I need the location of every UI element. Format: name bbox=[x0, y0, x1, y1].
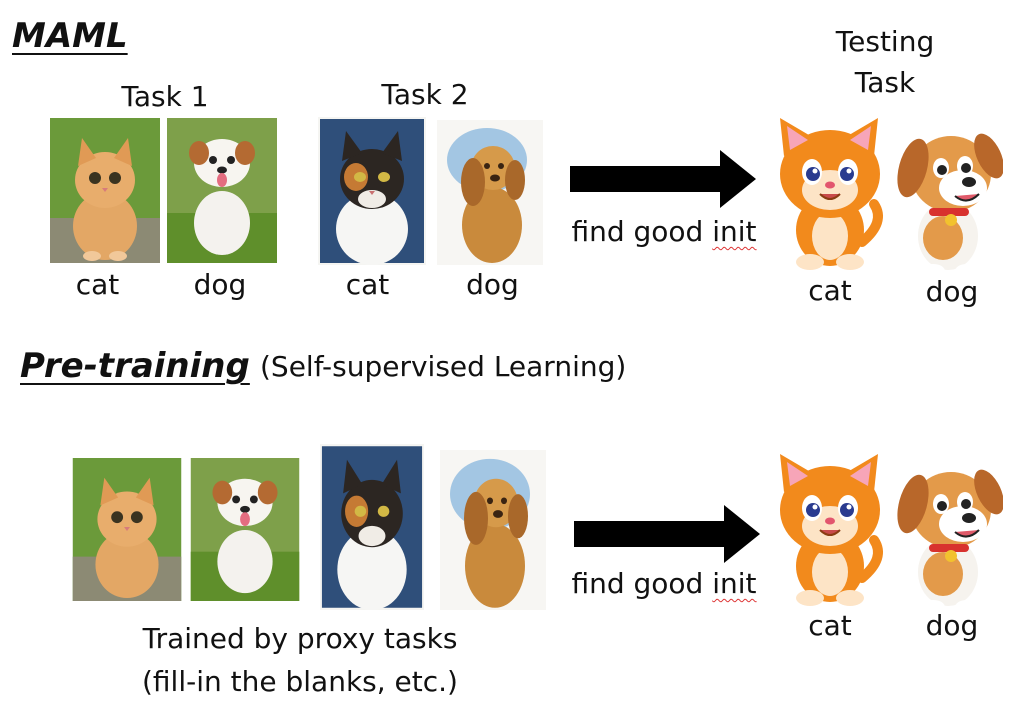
pretraining-arrow-text-init: init bbox=[712, 567, 757, 600]
pretraining-cartoon-cat bbox=[770, 448, 888, 610]
pretraining-caption-line2: (fill-in the blanks, etc.) bbox=[142, 665, 458, 698]
task2-dog-label: dog bbox=[466, 268, 519, 301]
task2-dog-painting bbox=[437, 120, 543, 265]
maml-arrow-text-prefix: find good bbox=[571, 215, 713, 248]
maml-heading: MAML bbox=[12, 16, 128, 56]
pretraining-arrow bbox=[574, 505, 760, 563]
task1-cat-label: cat bbox=[75, 268, 120, 301]
task1-title: Task 1 bbox=[121, 80, 209, 113]
task1-dog-label: dog bbox=[193, 268, 247, 301]
pretraining-cat-label: cat bbox=[808, 609, 852, 642]
pretraining-arrow-text-prefix: find good bbox=[571, 567, 713, 600]
maml-arrow-text-init: init bbox=[712, 215, 757, 248]
testing-title-line2: Task bbox=[854, 66, 916, 99]
pretraining-heading: Pre-training bbox=[20, 346, 250, 386]
testing-cartoon-cat bbox=[770, 112, 888, 274]
pretraining-arrow-text: find good init bbox=[566, 567, 762, 600]
task2-cat-label: cat bbox=[345, 268, 390, 301]
testing-cat-label: cat bbox=[808, 274, 852, 307]
testing-dog-label: dog bbox=[925, 275, 979, 308]
testing-title-line1: Testing bbox=[835, 25, 935, 58]
maml-arrow-text: find good init bbox=[566, 215, 762, 248]
task1-dog-photo bbox=[167, 118, 277, 263]
testing-cartoon-dog bbox=[893, 116, 1003, 281]
maml-arrow bbox=[570, 150, 756, 208]
pretraining-cartoon-dog bbox=[893, 452, 1003, 617]
pretraining-subheading: (Self-supervised Learning) bbox=[260, 350, 627, 383]
task2-cat-painting bbox=[318, 117, 426, 265]
pretraining-cat-photo bbox=[72, 458, 182, 601]
pretraining-cat-painting bbox=[320, 444, 424, 610]
pretraining-dog-painting bbox=[440, 450, 546, 610]
pretraining-dog-photo bbox=[190, 458, 300, 601]
pretraining-caption-line1: Trained by proxy tasks bbox=[142, 622, 458, 655]
task1-cat-photo bbox=[50, 118, 160, 263]
pretraining-dog-label: dog bbox=[925, 609, 979, 642]
task2-title: Task 2 bbox=[381, 78, 469, 111]
